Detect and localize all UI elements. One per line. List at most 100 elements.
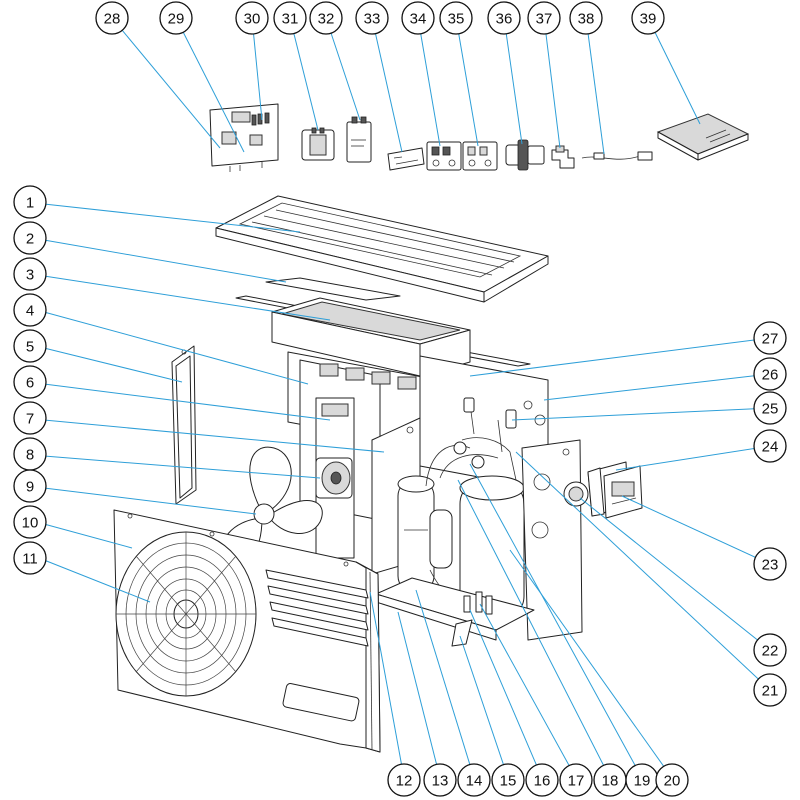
svg-text:7: 7	[26, 411, 34, 428]
leader-14	[415, 589, 475, 779]
svg-text:10: 10	[22, 515, 39, 532]
svg-text:23: 23	[762, 557, 779, 574]
svg-text:36: 36	[496, 11, 513, 28]
callout-28: 28	[95, 1, 129, 35]
svg-text:21: 21	[762, 683, 779, 700]
callout-31: 31	[273, 1, 307, 35]
svg-text:20: 20	[664, 773, 681, 790]
part-corner-strip	[369, 571, 373, 751]
leader-33	[371, 17, 403, 153]
part-electrical-box	[271, 297, 471, 377]
svg-text:2: 2	[26, 231, 34, 248]
svg-text:11: 11	[22, 551, 38, 568]
leader-11	[43, 559, 151, 603]
callout-3: 3	[13, 257, 47, 291]
leader-lines	[43, 17, 771, 779]
leader-20	[509, 549, 673, 779]
part-base-tray	[375, 577, 535, 647]
callout-33: 33	[355, 1, 389, 35]
leader-29	[175, 17, 245, 153]
leader-10	[43, 523, 133, 549]
leader-16	[469, 609, 543, 779]
svg-text:18: 18	[602, 773, 619, 790]
leader-34	[417, 17, 441, 147]
svg-text:26: 26	[762, 367, 779, 384]
callout-2: 2	[13, 221, 47, 255]
leader-37	[543, 17, 561, 149]
leader-31	[289, 17, 319, 131]
leader-35	[455, 17, 479, 147]
callout-23: 23	[753, 547, 787, 581]
svg-text:25: 25	[762, 401, 779, 418]
callout-18: 18	[593, 763, 627, 797]
callout-26: 26	[753, 357, 787, 391]
part-fan-motor	[315, 457, 353, 499]
svg-text:30: 30	[244, 11, 261, 28]
callout-6: 6	[13, 365, 47, 399]
svg-text:13: 13	[432, 773, 449, 790]
part-capacitor	[346, 116, 372, 163]
callout-36: 36	[487, 1, 521, 35]
svg-text:12: 12	[396, 773, 413, 790]
svg-text:31: 31	[282, 11, 299, 28]
leader-18	[457, 479, 611, 779]
leader-13	[397, 611, 441, 779]
callout-24: 24	[753, 429, 787, 463]
part-relay-a	[426, 141, 462, 171]
svg-text:16: 16	[534, 773, 551, 790]
leader-38	[585, 17, 605, 155]
svg-text:15: 15	[500, 773, 517, 790]
callout-20: 20	[655, 763, 689, 797]
callout-7: 7	[13, 401, 47, 435]
leader-3	[43, 275, 331, 321]
callout-27: 27	[753, 321, 787, 355]
leader-8	[43, 455, 321, 479]
leader-7	[43, 419, 385, 453]
callout-13: 13	[423, 763, 457, 797]
leader-15	[459, 635, 509, 779]
svg-text:4: 4	[26, 303, 34, 320]
leader-23	[621, 495, 771, 565]
svg-text:28: 28	[104, 11, 121, 28]
svg-text:5: 5	[26, 339, 34, 356]
part-transformer	[301, 127, 335, 161]
svg-text:29: 29	[168, 11, 185, 28]
svg-text:27: 27	[762, 331, 779, 348]
leader-9	[43, 487, 257, 515]
callout-11: 11	[13, 541, 47, 575]
callout-34: 34	[401, 1, 435, 35]
svg-text:9: 9	[26, 479, 34, 496]
callout-19: 19	[625, 763, 659, 797]
svg-text:22: 22	[762, 643, 779, 660]
part-display-panel	[603, 465, 643, 519]
callout-14: 14	[457, 763, 491, 797]
svg-text:6: 6	[26, 375, 34, 392]
part-fan-guard	[115, 531, 257, 697]
part-elbow-valve	[551, 145, 575, 169]
leader-5	[43, 347, 183, 383]
leader-6	[43, 383, 331, 421]
callout-10: 10	[13, 505, 47, 539]
leader-32	[325, 17, 361, 121]
callout-4: 4	[13, 293, 47, 327]
leader-12	[369, 591, 405, 779]
svg-text:1: 1	[26, 195, 34, 212]
callout-32: 32	[309, 1, 343, 35]
callout-22: 22	[753, 633, 787, 667]
svg-text:14: 14	[466, 773, 483, 790]
part-compressor	[397, 475, 453, 593]
part-relay-b	[462, 141, 498, 171]
callout-1: 1	[13, 185, 47, 219]
svg-text:39: 39	[640, 11, 657, 28]
callout-30: 30	[235, 1, 269, 35]
svg-text:8: 8	[26, 447, 34, 464]
part-terminal-block	[387, 147, 425, 171]
svg-text:19: 19	[634, 773, 651, 790]
callout-12: 12	[387, 763, 421, 797]
svg-text:32: 32	[318, 11, 335, 28]
leader-19	[469, 463, 643, 779]
leader-30	[251, 17, 263, 121]
part-sensor-cable	[581, 151, 653, 161]
leader-22	[579, 497, 771, 651]
